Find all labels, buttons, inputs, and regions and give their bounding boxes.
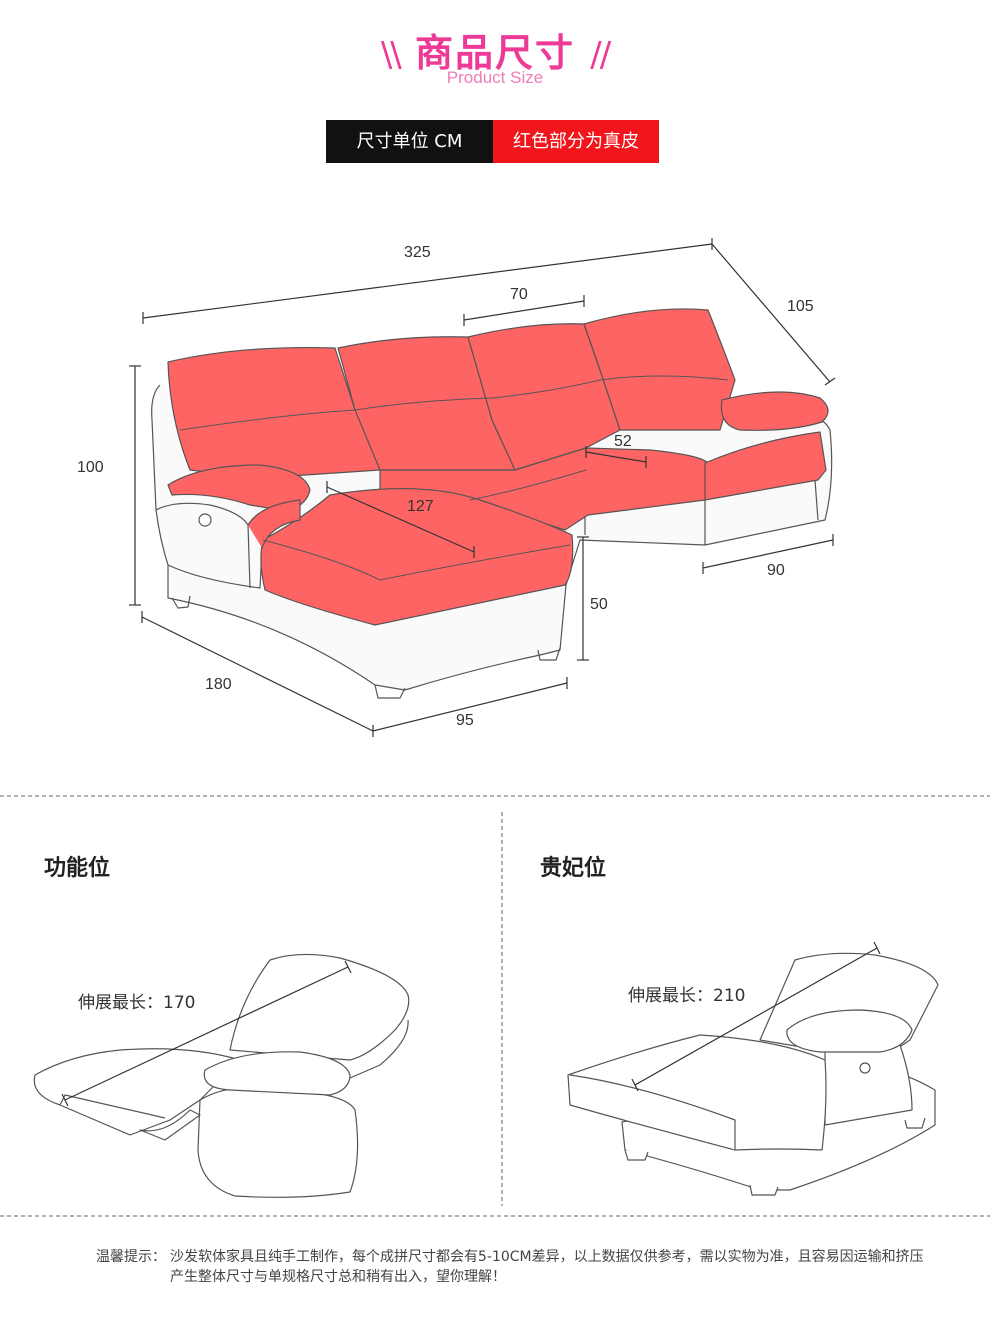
dim-chaise-side: 180 (205, 676, 232, 693)
dim-seat-height: 50 (590, 596, 608, 613)
unit-badge: 尺寸单位 CM (326, 120, 493, 163)
dim-seat-depth: 52 (614, 433, 632, 450)
dim-chaise-front: 95 (456, 712, 474, 729)
title-slash-left: \\ (380, 35, 402, 75)
function-seat-title: 功能位 (44, 856, 111, 881)
seat-right (704, 431, 827, 501)
leather-badge: 红色部分为真皮 (493, 120, 659, 163)
dim-seat-width: 70 (510, 286, 528, 303)
function-extend-label: 伸展最长：170 (78, 993, 196, 1013)
left-armrest (167, 464, 311, 511)
dim-chaise-length: 127 (407, 498, 434, 515)
chaise-seat-title: 贵妃位 (540, 856, 607, 881)
seat-middle (379, 447, 709, 531)
recline-button-icon-right (859, 1062, 871, 1074)
tip-note: 温馨提示：沙发软体家具且纯手工制作，每个成拼尺寸都会有5-10CM差异，以上数据… (96, 1247, 956, 1287)
dim-total-length: 325 (404, 244, 431, 261)
title-slash-right: // (590, 35, 611, 75)
backrest-3 (467, 323, 621, 471)
chaise-cushion (260, 488, 574, 626)
title-text: 商品尺寸 (414, 31, 575, 75)
recline-button-icon (198, 513, 212, 527)
dim-depth: 105 (787, 298, 814, 315)
chaise-illustration (567, 952, 939, 1196)
backrest-4 (583, 308, 736, 431)
dim-height: 100 (77, 459, 104, 476)
right-armrest (720, 391, 829, 431)
tip-text: 沙发软体家具且纯手工制作，每个成拼尺寸都会有5-10CM差异，以上数据仅供参考，… (170, 1249, 924, 1285)
page-title: \\ 商品尺寸 // (0, 22, 990, 77)
dim-side-length: 90 (767, 562, 785, 579)
tip-label: 温馨提示： (96, 1249, 166, 1265)
page-subtitle: Product Size (446, 68, 544, 87)
chaise-extend-label: 伸展最长：210 (628, 986, 746, 1006)
sofa-dimension-diagram (129, 238, 836, 737)
